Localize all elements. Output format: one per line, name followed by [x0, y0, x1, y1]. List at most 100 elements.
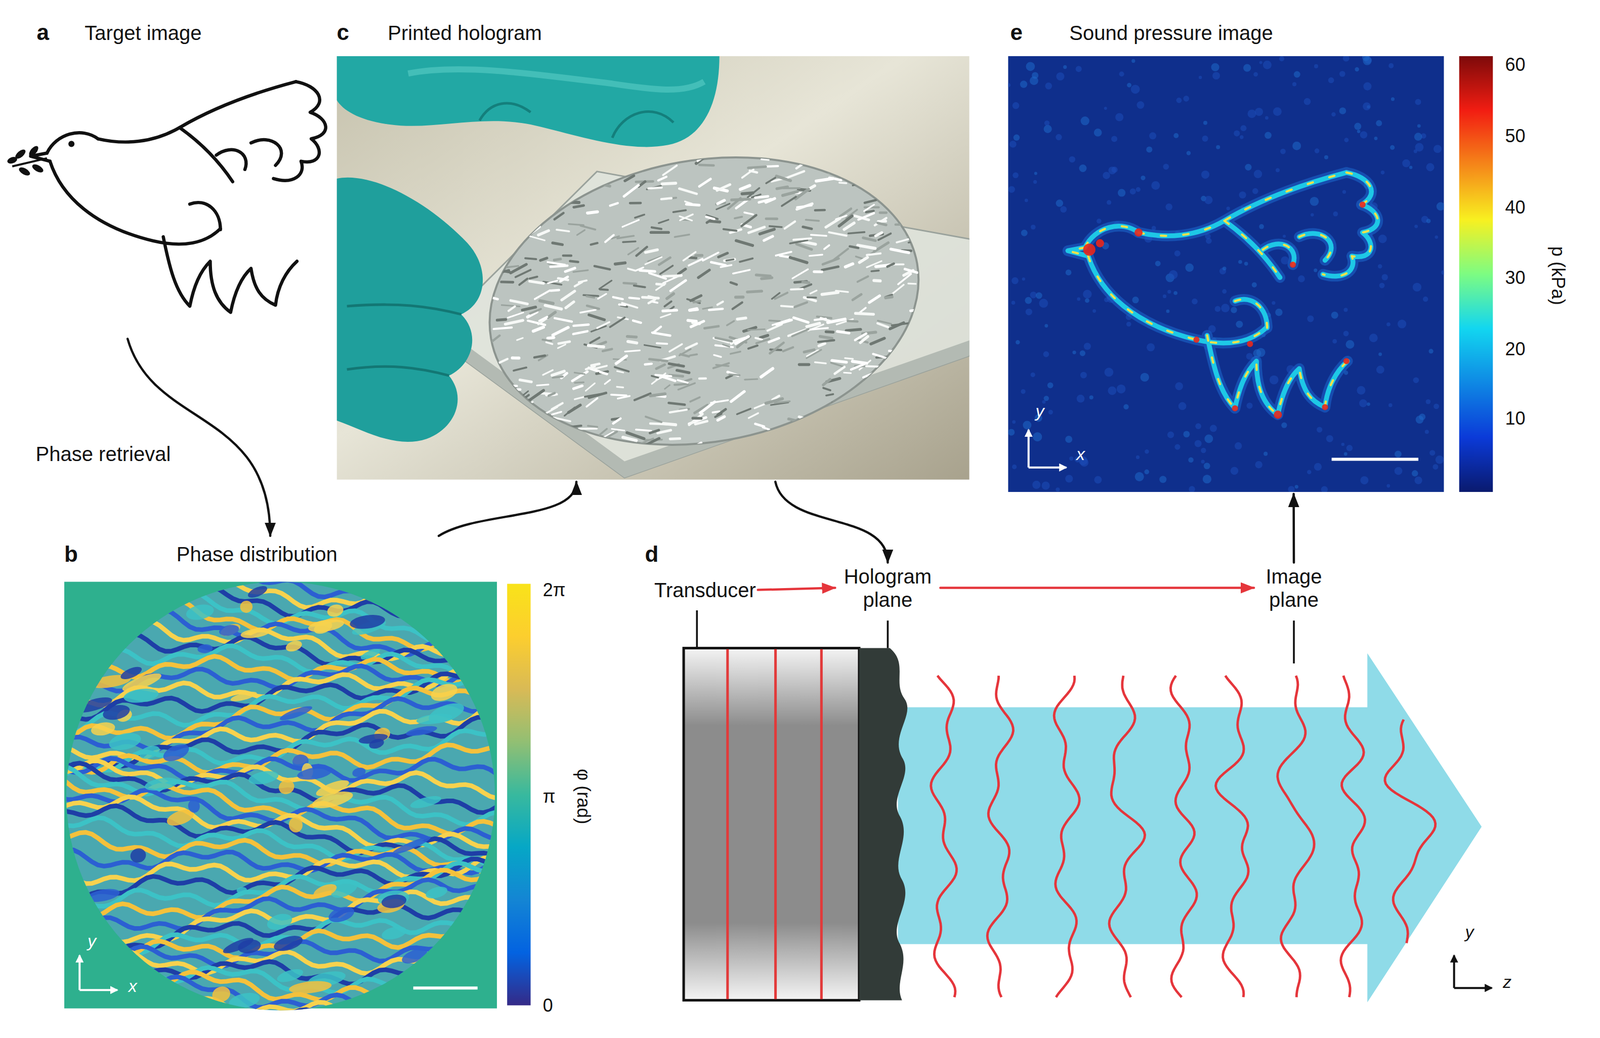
relief-ridge: [895, 186, 903, 188]
relief-ridge: [822, 292, 838, 295]
speckle: [1328, 77, 1335, 84]
relief-ridge: [604, 380, 610, 385]
speckle: [1210, 63, 1219, 72]
relief-ridge: [857, 276, 869, 282]
relief-ridge: [596, 371, 608, 374]
relief-ridge: [662, 275, 682, 277]
relief-ridge: [629, 297, 640, 299]
relief-ridge: [761, 368, 773, 377]
relief-ridge: [552, 370, 565, 375]
speckle: [1386, 322, 1391, 327]
relief-ridge: [828, 232, 847, 236]
relief-ridge: [740, 185, 750, 190]
relief-ridge: [699, 377, 706, 381]
relief-ridge: [526, 226, 540, 237]
relief-ridge: [553, 327, 569, 335]
relief-ridge: [826, 394, 834, 396]
speckle: [1025, 61, 1035, 71]
relief-ridge: [849, 246, 859, 248]
axis-arrow: [1027, 429, 1030, 468]
relief-ridge: [874, 409, 884, 416]
speckle: [1202, 135, 1209, 142]
relief-ridge: [729, 374, 740, 376]
phase-patch: [128, 846, 148, 865]
phase-patch: [197, 643, 214, 654]
relief-ridge: [898, 159, 915, 167]
speckle: [1178, 402, 1187, 411]
flow-arrow: [775, 481, 888, 563]
relief-ridge: [736, 240, 753, 246]
relief-ridge: [627, 341, 637, 344]
relief-ridge: [615, 262, 626, 264]
flow-arrow: [940, 586, 1254, 589]
relief-ridge: [623, 282, 637, 284]
speckle: [1281, 422, 1287, 429]
relief-ridge: [537, 189, 545, 195]
hologram-relief: [466, 124, 942, 478]
relief-ridge: [545, 163, 563, 166]
speckle: [1414, 476, 1422, 484]
relief-ridge: [760, 229, 775, 234]
speckle: [1354, 122, 1362, 131]
relief-ridge: [790, 257, 808, 263]
speckle: [1022, 420, 1032, 430]
relief-ridge: [864, 204, 875, 212]
relief-ridge: [886, 416, 902, 423]
relief-ridge: [513, 440, 519, 445]
relief-ridge: [788, 418, 807, 424]
relief-ridge: [627, 336, 637, 338]
relief-ridge: [796, 243, 812, 250]
speckle: [1043, 351, 1050, 358]
relief-ridge: [512, 356, 520, 360]
relief-ridge: [596, 169, 611, 175]
relief-ridge: [493, 327, 513, 329]
relief-ridge: [874, 400, 890, 412]
relief-ridge: [818, 151, 830, 157]
relief-ridge: [866, 366, 880, 367]
speckle: [1433, 403, 1440, 409]
relief-ridge: [787, 171, 805, 178]
speckle: [1244, 163, 1252, 171]
speckle: [1021, 229, 1028, 237]
speckle: [1346, 444, 1354, 452]
phase-patch: [246, 583, 269, 600]
relief-ridge: [822, 266, 839, 271]
relief-ridge: [796, 205, 812, 207]
figure-panel: bPhase distribution: [56, 535, 598, 1016]
relief-ridge: [556, 229, 570, 232]
relief-ridge: [862, 384, 876, 388]
speckle: [1375, 119, 1382, 126]
figure-panel: aTarget image: [15, 12, 332, 339]
speckle: [1188, 485, 1196, 492]
relief-ridge: [496, 358, 508, 364]
relief-ridge: [828, 166, 845, 174]
wavefront: [1170, 675, 1197, 997]
relief-ridge: [855, 333, 867, 341]
wavefront: [820, 649, 823, 1000]
speckle: [1230, 466, 1239, 475]
relief-ridge: [857, 245, 875, 249]
relief-ridge: [640, 270, 656, 272]
speckle: [1409, 165, 1413, 170]
speckle: [1191, 298, 1198, 305]
relief-ridge: [645, 363, 652, 365]
speckle: [1424, 429, 1429, 434]
speckle: [1414, 98, 1421, 105]
relief-ridge: [563, 254, 572, 258]
relief-ridge: [866, 261, 882, 268]
relief-ridge: [885, 440, 891, 444]
relief-ridge: [588, 314, 605, 320]
relief-ridge: [908, 388, 917, 395]
panel-letter: b: [64, 541, 78, 568]
phase-patch: [325, 602, 345, 619]
relief-ridge: [748, 412, 759, 418]
speckle: [1251, 282, 1257, 288]
relief-ridge: [763, 427, 770, 430]
speckle: [1259, 61, 1263, 65]
relief-ridge: [669, 344, 683, 352]
phase-patch: [415, 711, 453, 726]
speckle: [1093, 476, 1102, 484]
speckle: [1435, 235, 1439, 239]
speckle: [1025, 308, 1033, 316]
relief-ridge: [586, 398, 598, 407]
